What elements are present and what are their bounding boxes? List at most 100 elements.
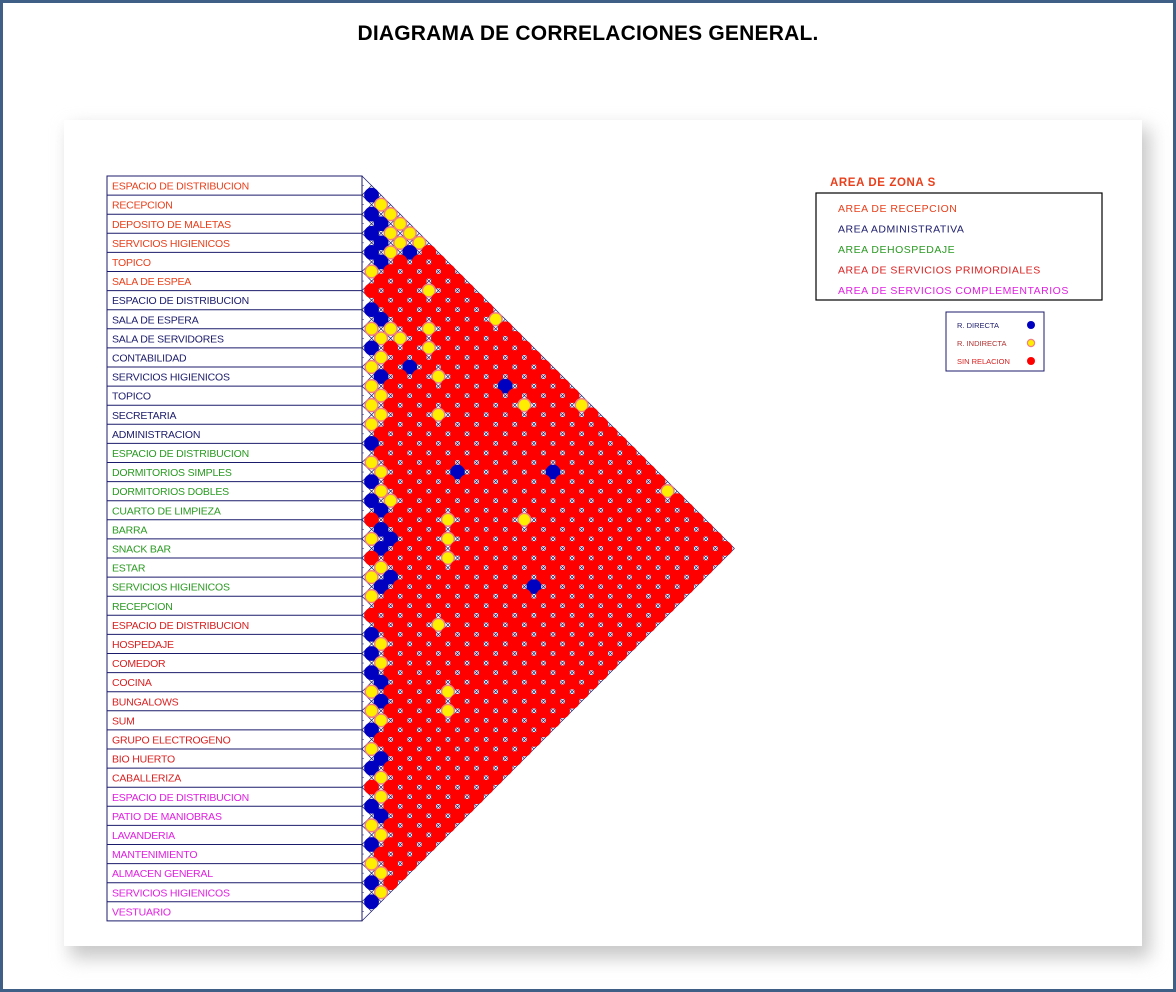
- relation-dot-none: [450, 655, 465, 671]
- relation-dot-none: [555, 627, 570, 642]
- correlation-diagram: ESPACIO DE DISTRIBUCIONRECEPCIONDEPOSITO…: [106, 175, 1103, 922]
- relation-dot-none: [469, 751, 484, 766]
- relation-dot-none: [431, 655, 446, 671]
- relation-dot-none: [392, 464, 408, 480]
- relation-dot-none: [622, 445, 637, 461]
- relation-dot-none: [392, 502, 408, 518]
- relation-dot-none: [516, 531, 532, 547]
- relation-dot-none: [545, 426, 561, 442]
- relation-dot-indirect: [488, 312, 503, 327]
- relation-dot-direct: [364, 722, 379, 738]
- relation-dot-none: [660, 521, 675, 537]
- relation-dot-none: [488, 426, 504, 442]
- relation-dot-none: [411, 311, 427, 327]
- relation-dot-none: [450, 292, 465, 308]
- relation-dot-indirect: [364, 684, 379, 699]
- relation-dot-none: [641, 560, 656, 575]
- relation-dot-none: [602, 598, 618, 614]
- relation-dot-none: [612, 455, 628, 470]
- relation-dot-none: [497, 665, 513, 680]
- relation-dot-indirect: [421, 321, 437, 336]
- relation-legend-label: SIN RELACION: [957, 357, 1010, 366]
- relation-dot-none: [383, 741, 399, 757]
- relation-dot-none: [488, 464, 504, 480]
- relation-dot-none: [373, 292, 389, 308]
- relation-dot-none: [545, 502, 561, 518]
- relation-dot-none: [383, 588, 399, 604]
- relation-dot-none: [383, 455, 399, 470]
- relation-dot-none: [488, 732, 504, 747]
- relation-dot-none: [459, 684, 475, 700]
- relation-dot-none: [440, 607, 456, 623]
- relation-dot-none: [402, 818, 418, 833]
- page-title: DIAGRAMA DE CORRELACIONES GENERAL.: [0, 22, 1176, 46]
- relation-dot-none: [574, 455, 590, 470]
- relation-dot-none: [564, 407, 580, 423]
- relation-dot-none: [402, 665, 418, 680]
- relation-dot-none: [402, 760, 418, 776]
- relation-dot-none: [641, 579, 656, 595]
- space-label: TOPICO: [112, 391, 151, 403]
- relation-dot-none: [555, 436, 570, 451]
- relation-dot-none: [411, 598, 427, 614]
- space-label: SERVICIOS HIGIENICOS: [112, 238, 230, 250]
- relation-dot-none: [450, 674, 465, 690]
- relation-dot-none: [383, 703, 399, 719]
- relation-dot-none: [497, 741, 513, 757]
- relation-dot-none: [660, 541, 675, 556]
- relation-dot-none: [593, 416, 609, 432]
- relation-dot-direct: [364, 225, 379, 241]
- space-label: SERVICIOS HIGIENICOS: [112, 372, 230, 384]
- relation-dot-none: [488, 579, 504, 595]
- relation-dot-none: [478, 531, 494, 547]
- relation-dot-none: [478, 340, 494, 356]
- relation-dot-indirect: [373, 770, 389, 785]
- relation-dot-none: [516, 474, 532, 489]
- relation-dot-none: [459, 665, 475, 680]
- relation-legend-label: R. INDIRECTA: [957, 339, 1006, 348]
- relation-dot-none: [421, 837, 437, 852]
- relation-dot-none: [402, 856, 418, 871]
- space-label: COMEDOR: [112, 658, 166, 670]
- relation-dot-none: [526, 407, 542, 423]
- relation-dot-none: [536, 378, 551, 394]
- relation-dot-none: [450, 273, 465, 289]
- relation-dot-none: [526, 655, 542, 671]
- relation-dot-none: [564, 502, 580, 518]
- relation-dot-none: [478, 397, 494, 413]
- space-label: ESPACIO DE DISTRIBUCION: [112, 620, 249, 632]
- space-label: LAVANDERIA: [112, 830, 175, 842]
- relation-dot-none: [459, 741, 475, 757]
- relation-dot-none: [392, 426, 408, 442]
- relation-dot-none: [421, 436, 437, 451]
- relation-dot-none: [507, 674, 523, 690]
- relation-dot-none: [516, 588, 532, 604]
- relation-dot-none: [536, 684, 551, 700]
- relation-dot-indirect: [440, 550, 456, 566]
- relation-dot-none: [373, 617, 389, 633]
- relation-dot-none: [440, 264, 456, 279]
- space-label: SUM: [112, 715, 135, 727]
- relation-dot-none: [612, 474, 628, 489]
- relation-dot-indirect: [364, 398, 379, 413]
- relation-dot-none: [469, 617, 484, 633]
- relation-dot-none: [392, 369, 408, 384]
- relation-dot-none: [593, 474, 609, 489]
- relation-dot-none: [469, 693, 484, 709]
- relation-dot-none: [469, 712, 484, 728]
- relation-dot-none: [488, 636, 504, 652]
- relation-dot-none: [383, 856, 399, 871]
- relation-dot-none: [497, 607, 513, 623]
- relation-dot-none: [421, 627, 437, 642]
- relation-dot-none: [526, 369, 542, 384]
- relation-dot-none: [593, 512, 609, 528]
- relation-dot-direct: [526, 579, 542, 595]
- relation-dot-none: [669, 531, 685, 547]
- relation-dot-none: [383, 359, 399, 375]
- relation-dot-none: [411, 827, 427, 843]
- relation-dot-none: [440, 455, 456, 470]
- relation-dot-none: [679, 502, 695, 518]
- relation-dot-none: [507, 693, 523, 709]
- relation-dot-none: [478, 416, 494, 432]
